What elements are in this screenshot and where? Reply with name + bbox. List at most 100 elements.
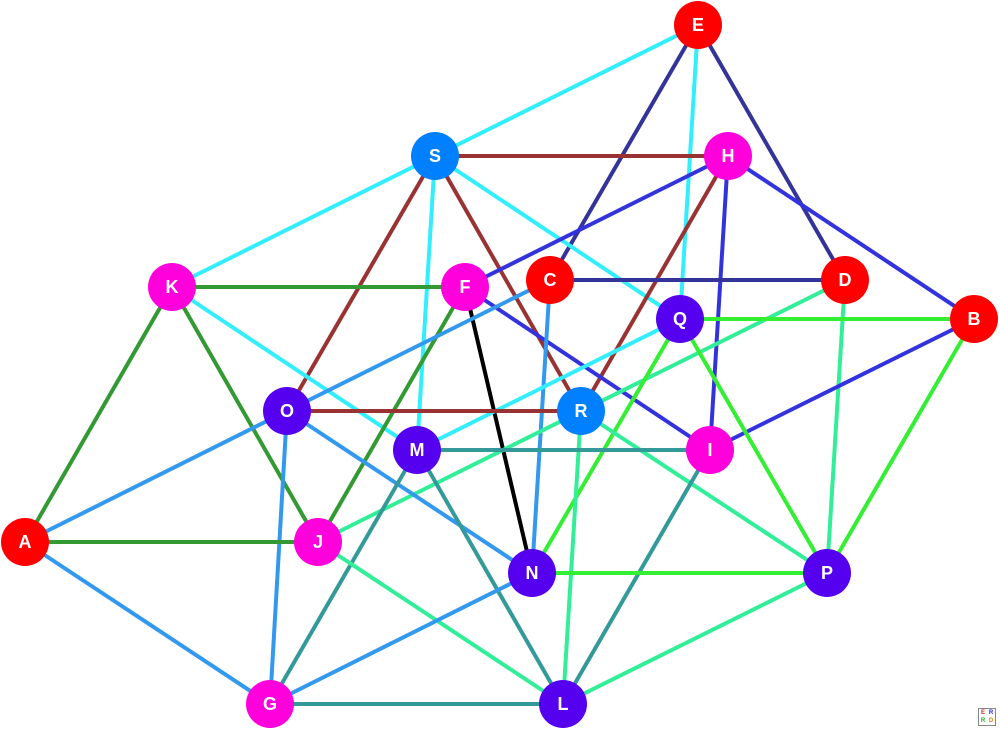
edge-s-q bbox=[433, 154, 682, 321]
edge-j-l bbox=[316, 540, 565, 706]
edge-m-g bbox=[268, 448, 419, 706]
edge-k-m bbox=[170, 285, 419, 452]
edge-r-p bbox=[579, 409, 829, 575]
edge-layer bbox=[23, 23, 976, 706]
edge-d-p bbox=[825, 279, 847, 574]
node-c: C bbox=[526, 256, 574, 304]
node-a: A bbox=[1, 518, 49, 566]
node-h: H bbox=[704, 132, 752, 180]
edge-p-l bbox=[562, 571, 828, 706]
logo-letter-4: D bbox=[988, 718, 994, 724]
node-p: P bbox=[803, 549, 851, 597]
edge-f-j bbox=[316, 286, 467, 543]
edge-s-r bbox=[433, 155, 583, 412]
edge-c-o bbox=[286, 278, 551, 413]
node-circle bbox=[294, 518, 342, 566]
logo-letter-3: R bbox=[980, 718, 986, 724]
edge-b-i bbox=[709, 317, 975, 452]
node-label: A bbox=[19, 532, 32, 552]
edge-k-j bbox=[170, 286, 320, 543]
node-label: O bbox=[280, 401, 294, 421]
edge-o-n bbox=[285, 409, 534, 575]
node-label: K bbox=[166, 277, 179, 297]
node-circle bbox=[686, 426, 734, 474]
edge-s-k bbox=[171, 154, 436, 289]
node-circle bbox=[411, 132, 459, 180]
edge-q-n bbox=[530, 317, 682, 575]
node-label: P bbox=[821, 563, 833, 583]
node-circle bbox=[803, 549, 851, 597]
edge-e-d bbox=[696, 24, 847, 281]
node-label: L bbox=[558, 694, 569, 714]
node-label: S bbox=[429, 146, 441, 166]
node-label: N bbox=[526, 563, 539, 583]
edge-s-m bbox=[415, 155, 437, 451]
edge-q-m bbox=[416, 317, 681, 452]
logo-letter-1: E bbox=[980, 710, 985, 716]
edge-f-n bbox=[463, 286, 534, 574]
edge-e-s bbox=[434, 23, 699, 158]
node-circle bbox=[950, 295, 998, 343]
node-label: G bbox=[263, 694, 277, 714]
node-circle bbox=[674, 1, 722, 49]
edge-b-p bbox=[825, 317, 976, 575]
edge-h-r bbox=[579, 155, 730, 412]
node-g: G bbox=[246, 680, 294, 728]
node-circle bbox=[821, 256, 869, 304]
node-circle bbox=[557, 387, 605, 435]
edge-o-g bbox=[268, 410, 289, 705]
node-label: C bbox=[544, 270, 557, 290]
node-circle bbox=[508, 549, 556, 597]
edge-i-l bbox=[561, 448, 712, 706]
node-circle bbox=[246, 680, 294, 728]
node-circle bbox=[263, 387, 311, 435]
logo-letter-2: R bbox=[988, 710, 994, 716]
edge-h-i bbox=[708, 155, 730, 451]
node-q: Q bbox=[656, 295, 704, 343]
node-j: J bbox=[294, 518, 342, 566]
node-label: J bbox=[313, 532, 323, 552]
edge-h-f bbox=[464, 154, 729, 289]
node-f: F bbox=[441, 263, 489, 311]
node-circle bbox=[393, 426, 441, 474]
logo-icon: E R R D bbox=[978, 708, 996, 726]
node-circle bbox=[1, 518, 49, 566]
node-label: D bbox=[839, 270, 852, 290]
edge-r-l bbox=[561, 410, 583, 705]
node-circle bbox=[526, 256, 574, 304]
node-circle bbox=[148, 263, 196, 311]
node-label: E bbox=[692, 15, 704, 35]
node-label: B bbox=[968, 309, 981, 329]
edge-q-p bbox=[678, 317, 829, 575]
edge-h-b bbox=[726, 154, 976, 321]
node-o: O bbox=[263, 387, 311, 435]
node-b: B bbox=[950, 295, 998, 343]
node-circle bbox=[704, 132, 752, 180]
edge-o-a bbox=[24, 409, 288, 544]
node-label: R bbox=[575, 401, 588, 421]
node-e: E bbox=[674, 1, 722, 49]
edge-c-n bbox=[530, 279, 552, 574]
edge-m-l bbox=[415, 449, 565, 705]
node-circle bbox=[656, 295, 704, 343]
node-i: I bbox=[686, 426, 734, 474]
node-s: S bbox=[411, 132, 459, 180]
node-circle bbox=[441, 263, 489, 311]
node-k: K bbox=[148, 263, 196, 311]
edge-e-q bbox=[678, 24, 700, 320]
node-label: F bbox=[460, 277, 471, 297]
edge-a-g bbox=[23, 540, 272, 706]
edge-f-i bbox=[463, 285, 712, 452]
edge-n-g bbox=[269, 571, 533, 706]
node-r: R bbox=[557, 387, 605, 435]
node-m: M bbox=[393, 426, 441, 474]
node-circle bbox=[539, 680, 587, 728]
edge-s-o bbox=[285, 154, 437, 413]
node-label: M bbox=[410, 440, 425, 460]
node-label: I bbox=[707, 440, 712, 460]
node-label: H bbox=[722, 146, 735, 166]
node-d: D bbox=[821, 256, 869, 304]
node-l: L bbox=[539, 680, 587, 728]
